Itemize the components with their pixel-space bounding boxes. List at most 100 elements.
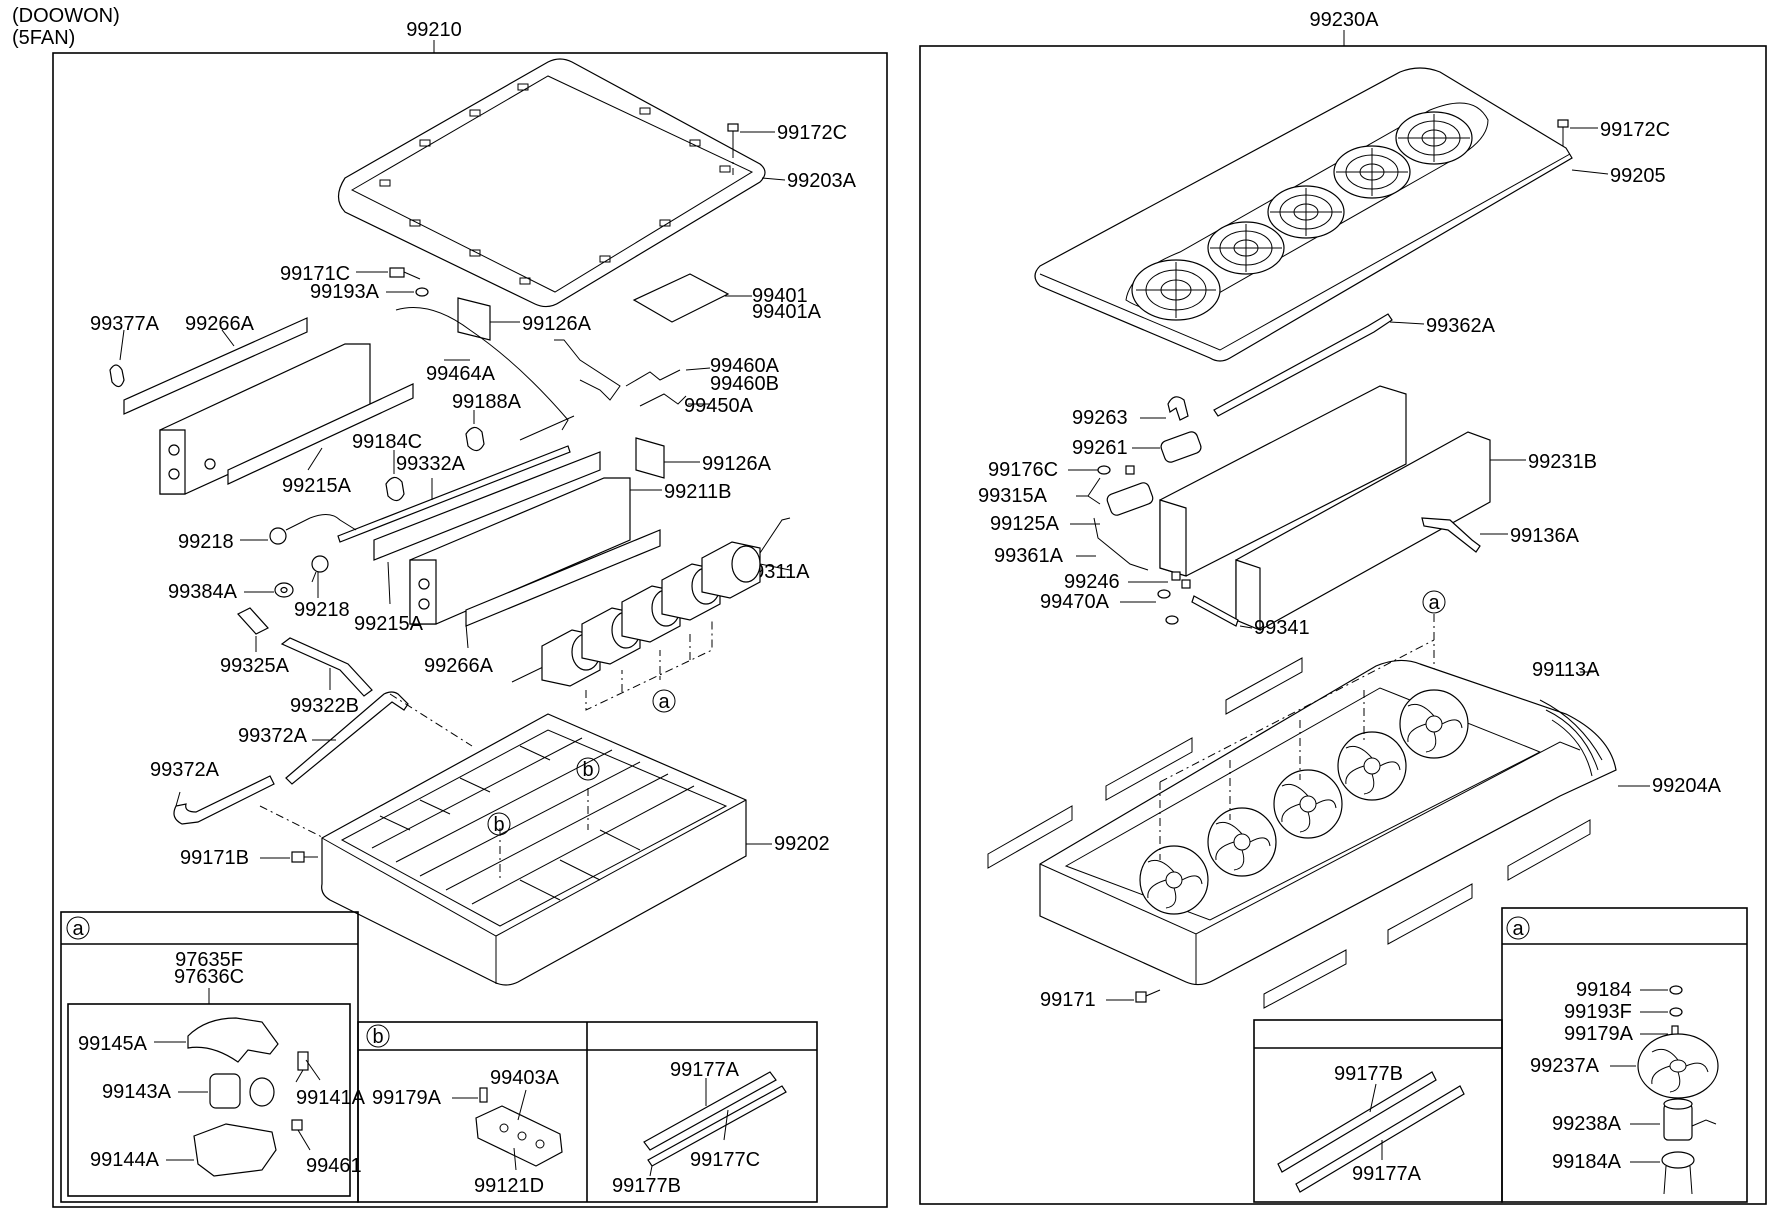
bracket-99403A: [475, 1087, 563, 1167]
clamp-99184C: [385, 476, 405, 502]
left-assembly-title: 99210: [406, 19, 462, 41]
label-99177A-right: 99177A: [1352, 1163, 1422, 1185]
top-cover-99205: [1034, 67, 1573, 362]
label-99145A: 99145A: [78, 1033, 148, 1055]
variant-5fan: (5FAN): [12, 27, 75, 49]
detail-a-right: a 99184 99193F 99179A 99237A 992: [1501, 907, 1748, 1203]
tube-99362A: [1213, 313, 1393, 417]
callout-b2-label: b: [582, 759, 593, 781]
tube-99372A-upper: [285, 691, 409, 785]
label-99202: 99202: [774, 833, 830, 855]
label-99136A: 99136A: [1510, 525, 1580, 547]
tray-callout-lines: [259, 693, 589, 880]
label-99126A-top: 99126A: [522, 313, 592, 335]
sensor-99218-b: [311, 555, 329, 583]
left-assembly-frame: [52, 52, 888, 1208]
label-99125A: 99125A: [990, 513, 1060, 535]
label-99215A-mid: 99215A: [354, 613, 424, 635]
label-99266A-bot: 99266A: [424, 655, 494, 677]
clamp-99377A: [109, 364, 125, 388]
callout-a-right: [1422, 590, 1446, 614]
detail-b-left: b 99179A 99403A 99121D 99177A 99177C 991…: [357, 1021, 818, 1203]
label-99171B: 99171B: [180, 847, 249, 869]
detail-a-left-tag: a: [72, 918, 84, 940]
right-assembly: 99230A 99172C: [919, 9, 1767, 1205]
label-99238A: 99238A: [1552, 1113, 1622, 1135]
connector-99141A: [295, 1051, 309, 1083]
label-99218-b: 99218: [294, 599, 350, 621]
label-99172C-right: 99172C: [1600, 119, 1670, 141]
label-99325A: 99325A: [220, 655, 290, 677]
hose-99322B: [280, 637, 373, 697]
label-99460B: 99460B: [710, 373, 779, 395]
label-99377A: 99377A: [90, 313, 160, 335]
label-99261: 99261: [1072, 437, 1128, 459]
label-99315A: 99315A: [978, 485, 1048, 507]
label-97636C: 97636C: [174, 966, 244, 988]
blower-housing-99145A: [187, 1017, 279, 1063]
wiring-99464A: [395, 307, 575, 441]
label-99193F: 99193F: [1564, 1001, 1632, 1023]
detail-a-right-tag: a: [1512, 918, 1524, 940]
callout-b1-label: b: [493, 814, 504, 836]
label-99237A: 99237A: [1530, 1055, 1600, 1077]
grilles: [987, 657, 1591, 1009]
label-99144A: 99144A: [90, 1149, 160, 1171]
left-assembly: 99210 99172C 99203A: [52, 19, 888, 1208]
label-99193A: 99193A: [310, 281, 380, 303]
evaporator-coil-upper: [123, 317, 414, 495]
label-99215A-top: 99215A: [282, 475, 352, 497]
label-99126A-mid: 99126A: [702, 453, 772, 475]
label-99263: 99263: [1072, 407, 1128, 429]
label-99172C-left: 99172C: [777, 122, 847, 144]
right-assembly-title: 99230A: [1310, 9, 1380, 31]
label-99171C: 99171C: [280, 263, 350, 285]
nut-99470A: [1157, 589, 1179, 625]
grommet-99384A: [274, 582, 294, 598]
label-99204A: 99204A: [1652, 775, 1722, 797]
sensor-99218-a: [269, 514, 357, 545]
label-99322B: 99322B: [290, 695, 359, 717]
detail-a-left: a 97635F 97636C 99145A 99143A 99141A 991…: [60, 911, 366, 1203]
label-99361A: 99361A: [994, 545, 1064, 567]
label-99401A: 99401A: [752, 301, 822, 323]
tube-99361A: [1093, 517, 1149, 571]
label-99179A-left: 99179A: [372, 1087, 442, 1109]
label-99171: 99171: [1040, 989, 1096, 1011]
pipe-99341: [1191, 595, 1239, 627]
callout-a-right-label: a: [1428, 592, 1440, 614]
label-99470A: 99470A: [1040, 591, 1110, 613]
label-99177A-left: 99177A: [670, 1059, 740, 1081]
fitting-99246: [1171, 571, 1191, 589]
label-99176C: 99176C: [988, 459, 1058, 481]
label-99177C: 99177C: [690, 1149, 760, 1171]
label-99372A-a: 99372A: [238, 725, 308, 747]
motor-99238A: [1663, 1098, 1717, 1141]
label-99460A: 99460A: [710, 355, 780, 377]
label-99177B-right: 99177B: [1334, 1063, 1403, 1085]
label-99205: 99205: [1610, 165, 1666, 187]
top-cover-99203A: [337, 58, 766, 308]
fan-99237A: [1637, 1033, 1719, 1099]
label-99143A: 99143A: [102, 1081, 172, 1103]
hose-99325A: [237, 607, 269, 635]
label-99184A: 99184A: [1552, 1151, 1622, 1173]
bracket-99126A-top: [457, 297, 491, 341]
fan-callout-lines: [585, 620, 713, 711]
callout-b-left-1: [487, 812, 511, 836]
screw-99172C-right: [1557, 119, 1569, 146]
bracket-99126A-mid: [635, 437, 665, 479]
label-99372A-b: 99372A: [150, 759, 220, 781]
label-99113A: 99113A: [1532, 659, 1600, 681]
label-99179A-right: 99179A: [1564, 1023, 1634, 1045]
label-99184: 99184: [1576, 979, 1632, 1001]
washer-99193F: [1669, 1007, 1683, 1017]
evaporator-coil-lower: [373, 451, 661, 627]
valve-99315A: [1106, 482, 1154, 516]
label-99121D: 99121D: [474, 1175, 544, 1197]
label-99211B: 99211B: [664, 481, 731, 503]
label-99464A: 99464A: [426, 363, 496, 385]
label-99384A: 99384A: [168, 581, 238, 603]
clamp-99263: [1167, 396, 1189, 421]
